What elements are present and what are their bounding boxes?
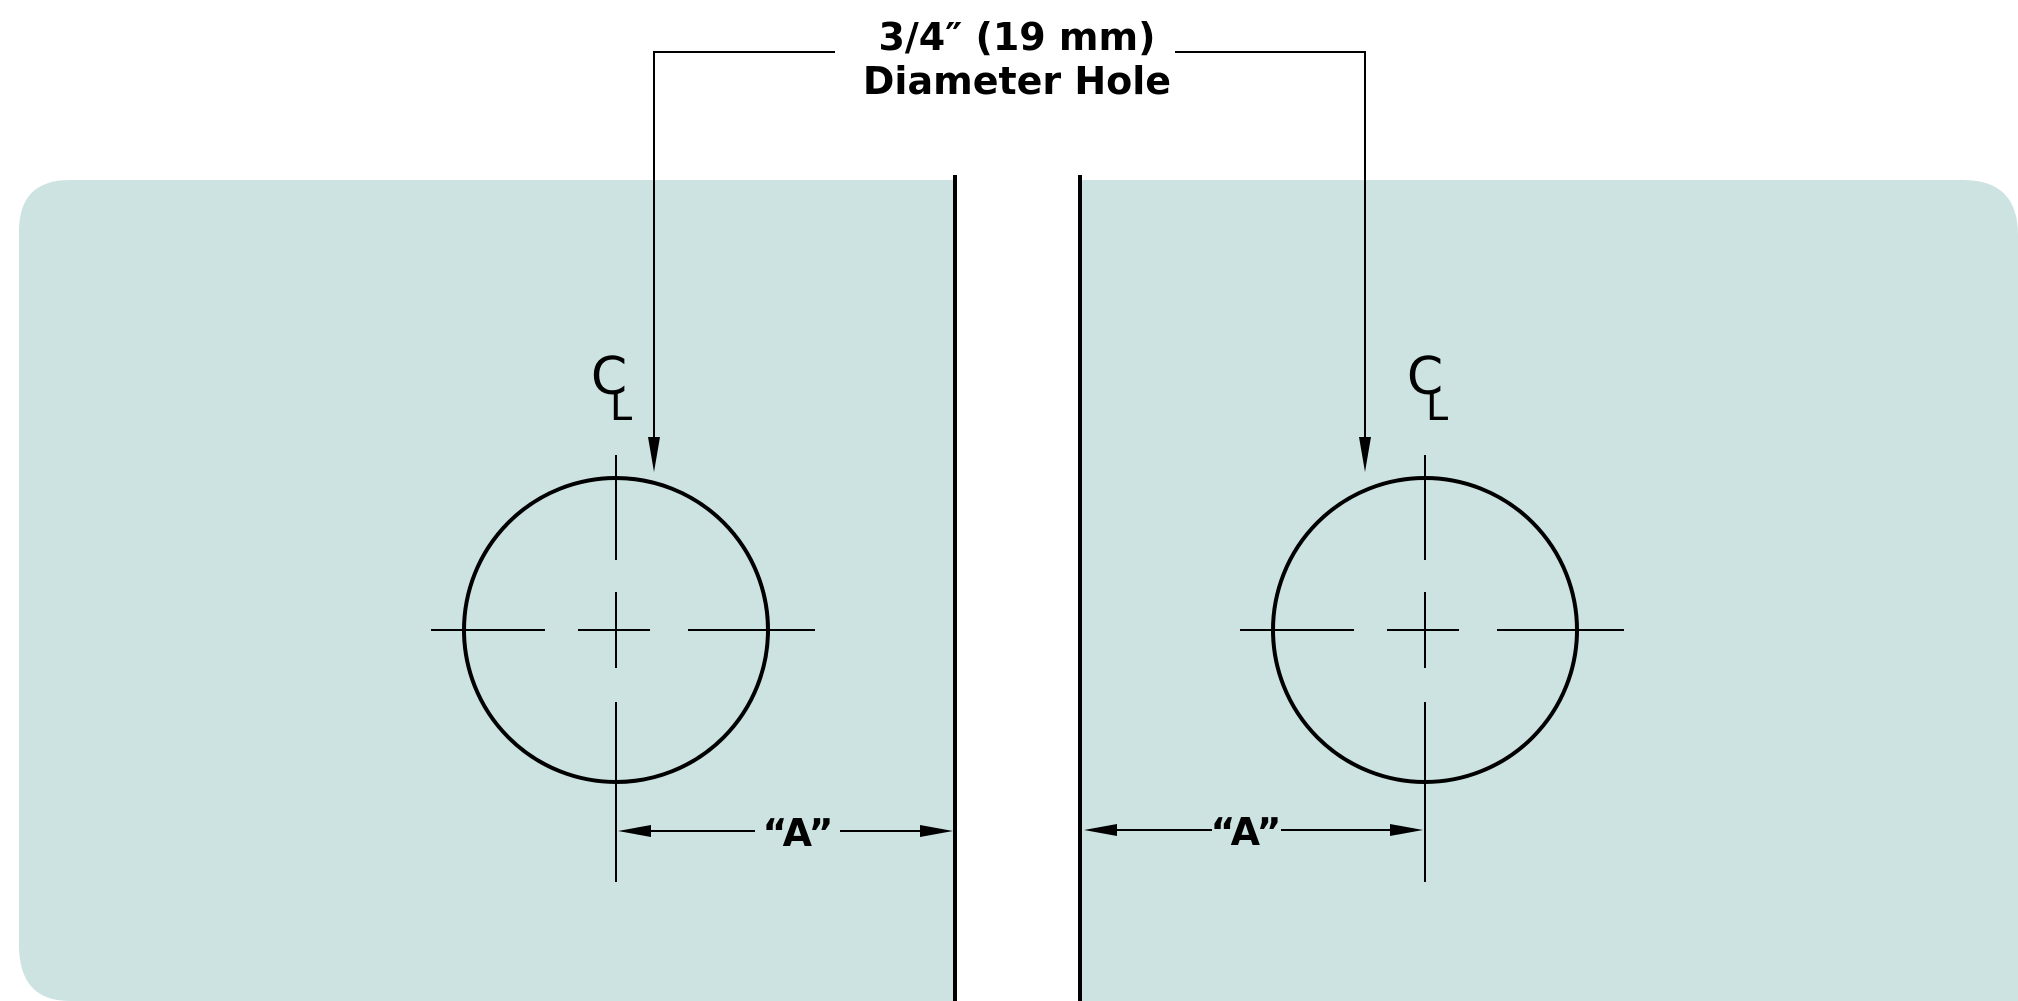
right-dimension-arrowhead [1390, 824, 1423, 836]
left-leader-line [653, 51, 835, 440]
right-leader-arrowhead [1359, 437, 1371, 472]
right-centerline-l: L [1426, 384, 1449, 430]
left-dimension-arrowhead [618, 825, 651, 837]
right-dimension-label: “A” [1211, 810, 1282, 854]
right-dimension-arrowhead [1084, 824, 1117, 836]
left-centerline-c: C [591, 347, 627, 407]
glass-panels [19, 180, 2018, 1001]
left-dimension-arrowhead [920, 825, 953, 837]
callout-size-label: 3/4″ (19 mm) [878, 15, 1155, 59]
left-leader-arrowhead [648, 437, 660, 472]
left-centerline-l: L [610, 384, 633, 430]
right-hole-group: C L “A” [1084, 347, 1624, 882]
right-centerline-c: C [1407, 347, 1443, 407]
callout-description-label: Diameter Hole [863, 59, 1171, 103]
right-leader-line [1175, 51, 1366, 440]
left-glass-panel [19, 180, 955, 1001]
left-hole-group: C L “A” [431, 347, 953, 882]
right-glass-panel [1081, 180, 2018, 1001]
left-dimension-label: “A” [763, 811, 834, 855]
